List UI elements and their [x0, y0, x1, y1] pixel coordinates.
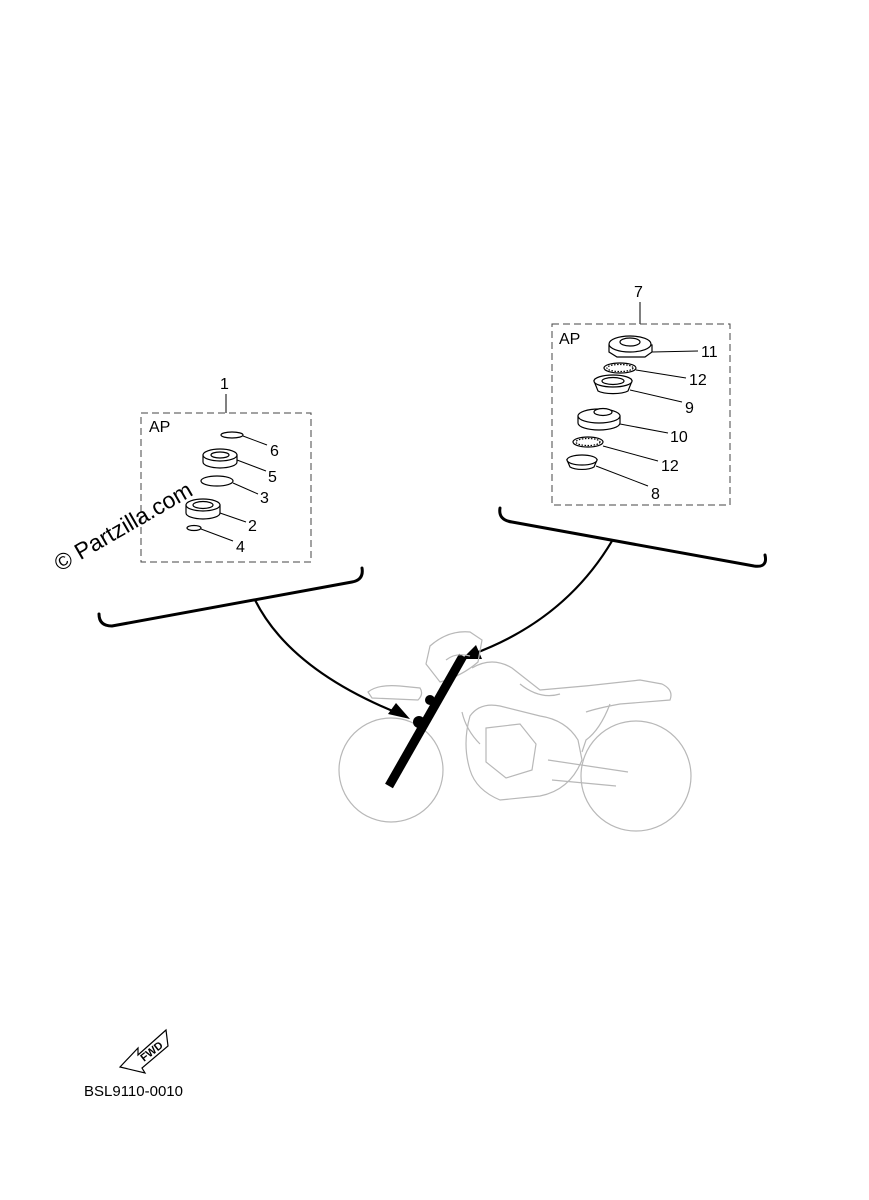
callout-9: 9 — [685, 400, 694, 417]
part-3-race — [200, 475, 234, 487]
steering-stem — [385, 653, 467, 789]
group-box-7 — [551, 323, 731, 506]
callout-10: 10 — [670, 429, 688, 446]
part-8-seal — [566, 454, 598, 471]
bracket-1 — [97, 566, 364, 628]
callout-6: 6 — [270, 443, 279, 460]
callout-2: 2 — [248, 518, 257, 535]
fwd-arrow-shape — [118, 1028, 169, 1074]
arrow-right — [472, 540, 613, 656]
assembly-group-7: 7 AP 11 12 9 — [498, 284, 767, 568]
arrow-left-head — [388, 703, 410, 719]
assembly-number-7: 7 — [634, 284, 643, 301]
callout-12-upper: 12 — [689, 372, 707, 389]
callout-5: 5 — [268, 469, 277, 486]
part-11-nut — [608, 335, 653, 358]
part-4-ring — [186, 524, 202, 532]
diagram-code: BSL9110-0010 — [84, 1083, 183, 1100]
group-box-1 — [140, 412, 312, 563]
pointer-arrows — [254, 540, 613, 719]
part-6-o-ring — [220, 431, 244, 439]
fwd-arrow: FWD — [118, 1028, 169, 1074]
arrow-left — [254, 599, 401, 716]
callout-8: 8 — [651, 486, 660, 503]
motorcycle-outline — [338, 631, 692, 832]
part-12-bearing-upper — [603, 362, 637, 374]
callout-4: 4 — [236, 539, 245, 556]
ap-label-1: AP — [149, 419, 170, 436]
part-12-bearing-lower — [572, 436, 604, 448]
callout-12-lower: 12 — [661, 458, 679, 475]
part-10-race — [577, 407, 621, 431]
part-5-seal — [202, 448, 238, 469]
callout-3: 3 — [260, 490, 269, 507]
assembly-group-1: 1 AP 6 5 3 2 4 — [97, 376, 364, 628]
watermark: © Partzilla.com — [50, 476, 197, 576]
part-2-bearing — [185, 498, 221, 520]
ap-label-7: AP — [559, 331, 580, 348]
assembly-number-1: 1 — [220, 376, 229, 393]
bracket-7 — [498, 506, 767, 568]
part-9-race — [593, 374, 633, 395]
callout-11: 11 — [701, 344, 718, 361]
